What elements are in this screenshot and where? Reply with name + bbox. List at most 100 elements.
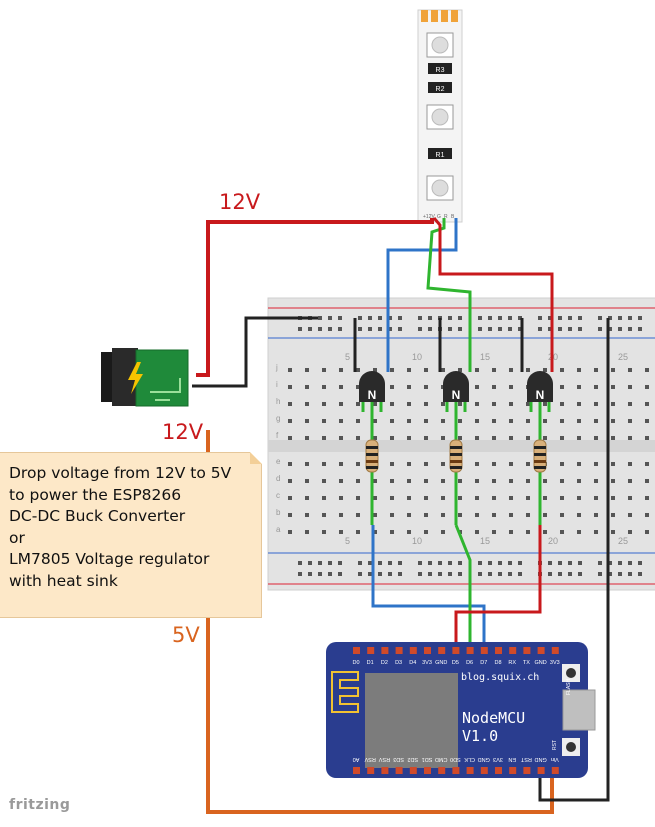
usb-port [562, 689, 596, 731]
breadboard-row-letters: j i h g f e d c b a [275, 363, 281, 534]
label-12v-top: 12V [219, 190, 261, 214]
resistor [449, 412, 463, 525]
strip-resistor-label: R2 [436, 86, 445, 93]
strip-resistor: R2 [428, 82, 452, 93]
pin-label-top: D6 [466, 660, 473, 666]
pin-label-top: D4 [409, 660, 416, 666]
pin-label-bottom: EN [508, 756, 516, 762]
row-letter: h [276, 397, 280, 406]
note-line: or [9, 528, 25, 547]
pin-label-top: D7 [480, 660, 487, 666]
strip-pad-label: R [444, 214, 448, 220]
strip-connector-pads [421, 10, 458, 22]
wires [192, 217, 610, 814]
pin-label-bottom: 3V3 [493, 756, 503, 762]
column-number: 5 [345, 536, 350, 546]
pin-label-bottom: SD3 [393, 756, 404, 762]
pin-label-top: D1 [367, 660, 374, 666]
wire-green-strip [426, 218, 472, 372]
transistor-label: N [368, 388, 377, 402]
pin-label-top: 3V3 [422, 660, 432, 666]
pin-label-top: D5 [452, 660, 459, 666]
column-number: 10 [412, 352, 422, 362]
row-letter: b [276, 508, 281, 517]
row-letter: f [276, 431, 279, 440]
note-line: LM7805 Voltage regulator [9, 550, 210, 568]
note-line: DC-DC Buck Converter [9, 507, 186, 525]
column-number: 5 [345, 352, 350, 362]
npn-transistor: N [527, 371, 553, 412]
esp8266-module [365, 673, 458, 768]
wire-green-d6 [454, 524, 472, 650]
strip-bottom-pads: +12V G R B [423, 214, 455, 220]
row-letter: e [276, 457, 281, 466]
wire-red-d5 [454, 525, 542, 650]
strip-resistor: R1 [428, 148, 452, 159]
pin-label-bottom: SD1 [422, 756, 433, 762]
rst-label: RST [552, 740, 558, 750]
transistor-label: N [452, 388, 461, 402]
lightning-icon [128, 362, 143, 394]
rgb-led [426, 175, 454, 201]
pin-label-top: 3V3 [550, 660, 560, 666]
label-12v-side: 12V [162, 420, 204, 444]
note-line: to power the ESP8266 [9, 485, 182, 504]
pin-label-top: RX [508, 660, 516, 666]
strip-pad-label: +12V [423, 214, 435, 220]
wire-red-strip [432, 217, 554, 372]
resistor [365, 412, 379, 525]
pin-label-bottom: RST [520, 756, 532, 762]
board-site: blog.squix.ch [461, 672, 539, 683]
column-number: 10 [412, 536, 422, 546]
pin-label-top: D3 [395, 660, 402, 666]
strip-resistor-label: R3 [436, 67, 445, 74]
pin-label-bottom: Vin [551, 756, 559, 762]
voltage-note: Drop voltage from 12V to 5V to power the… [0, 452, 262, 618]
pin-label-bottom: SD0 [450, 756, 461, 762]
column-number: 15 [480, 536, 490, 546]
column-number: 15 [480, 352, 490, 362]
pin-label-top: D8 [494, 660, 501, 666]
pin-label-top: GND [435, 660, 447, 666]
pin-label-bottom: SD2 [407, 756, 418, 762]
pin-label-bottom: CMD [435, 756, 448, 762]
column-number: 25 [618, 536, 628, 546]
wire-12v [196, 218, 434, 377]
pin-label-bottom: CLK [464, 756, 475, 762]
pin-label-top: D2 [381, 660, 388, 666]
note-line: Drop voltage from 12V to 5V [9, 464, 232, 482]
rgb-led [426, 32, 454, 58]
board-pins: D0A0D1RSVD2RSVD3SD3D4SD23V3SD1GNDCMDD5SD… [352, 647, 560, 774]
wifi-antenna-icon [331, 671, 359, 713]
fritzing-logo: fritzing [9, 797, 71, 813]
board-name: NodeMCU [462, 709, 525, 727]
row-letter: d [276, 474, 280, 483]
pin-label-top: D0 [352, 660, 359, 666]
flash-label: FLASH [566, 678, 572, 695]
nodemcu-board: FLASH RST blog.squix.ch NodeMCU V1.0 D0A… [326, 642, 596, 778]
wire-blue-strip [386, 218, 458, 372]
dc-power-jack [101, 348, 189, 407]
pin-label-top: TX [523, 660, 530, 666]
row-letter: i [276, 380, 278, 389]
resistor [533, 412, 547, 525]
row-letter: g [276, 414, 280, 423]
wire-gnd-jack [192, 316, 318, 388]
strip-pad-label: G [437, 214, 441, 220]
column-number: 25 [618, 352, 628, 362]
note-line: with heat sink [9, 571, 118, 590]
label-5v: 5V [172, 623, 200, 647]
pin-label-bottom: RSV [378, 756, 390, 762]
column-number: 20 [548, 536, 558, 546]
rgb-led [426, 104, 454, 130]
pin-label-bottom: GND [478, 756, 490, 762]
pin-label-bottom: GND [534, 756, 546, 762]
row-letter: c [276, 491, 280, 500]
board-version: V1.0 [462, 727, 498, 745]
npn-transistor: N [359, 371, 385, 412]
wire-5v [206, 430, 554, 814]
strip-resistor: R3 [428, 63, 452, 74]
row-letter: j [275, 363, 278, 372]
